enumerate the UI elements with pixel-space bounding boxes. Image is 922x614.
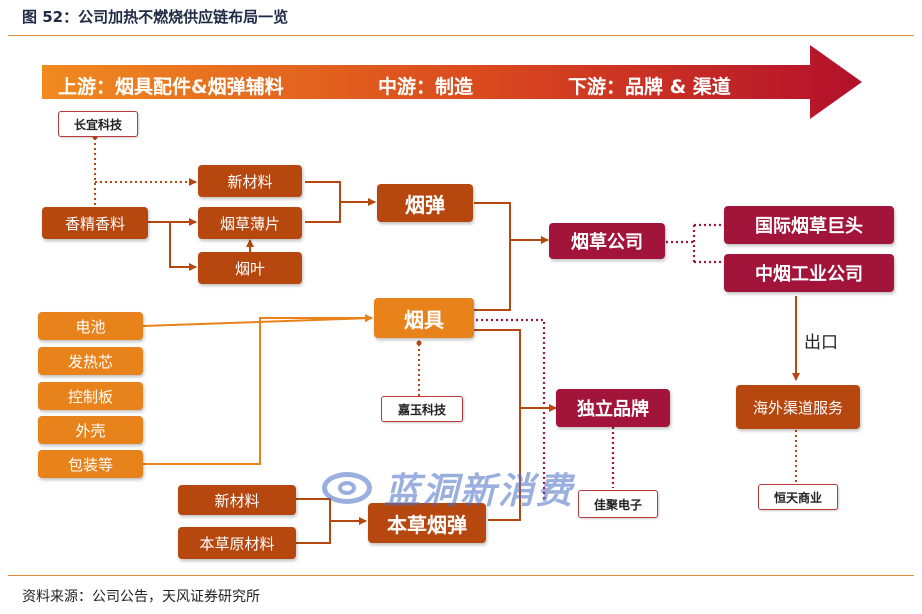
node-tobacco-company: 烟草公司 xyxy=(549,223,665,259)
top-divider xyxy=(8,35,914,36)
banner-downstream: 下游：品牌 & 渠道 xyxy=(568,76,731,98)
node-shell: 外壳 xyxy=(38,416,143,444)
banner-midstream: 中游：制造 xyxy=(378,76,474,98)
node-overseas-channel-service: 海外渠道服务 xyxy=(736,385,860,429)
watermark-logo-icon xyxy=(322,472,372,504)
node-herbal-raw-material: 本草原材料 xyxy=(178,527,296,559)
node-new-material-top: 新材料 xyxy=(198,165,302,197)
node-tobacco-leaf: 烟叶 xyxy=(198,252,302,284)
component-connectors xyxy=(142,314,373,465)
node-cartridge: 烟弹 xyxy=(377,184,473,222)
node-independent-brand: 独立品牌 xyxy=(556,389,670,427)
node-china-tobacco-industry: 中烟工业公司 xyxy=(724,254,894,292)
node-herbal-cartridge: 本草烟弹 xyxy=(368,503,486,543)
export-label: 出口 xyxy=(804,333,838,353)
figure-title: 图 52：公司加热不燃烧供应链布局一览 xyxy=(22,8,289,26)
node-hengtian-commerce: 恒天商业 xyxy=(758,484,838,510)
node-new-material-bottom: 新材料 xyxy=(178,485,296,515)
node-jiali-electronics: 佳聚电子 xyxy=(578,490,658,518)
bottom-divider xyxy=(8,575,914,576)
watermark-text: 蓝洞新消费 xyxy=(384,471,575,512)
node-intl-tobacco-giants: 国际烟草巨头 xyxy=(724,206,894,244)
value-chain-banner-arrow xyxy=(42,45,862,119)
crimson-dotted-connectors xyxy=(476,223,722,500)
banner-upstream: 上游：烟具配件&烟弹辅料 xyxy=(58,76,284,98)
node-flavors-fragrances: 香精香料 xyxy=(42,207,148,239)
dotted-connectors xyxy=(94,138,797,483)
node-packaging: 包装等 xyxy=(38,450,143,478)
node-tobacco-sheet: 烟草薄片 xyxy=(198,207,302,239)
node-jiayu-tech: 嘉玉科技 xyxy=(381,396,463,422)
connector-dot xyxy=(416,340,422,346)
source-note: 资料来源：公司公告，天风证券研究所 xyxy=(22,589,260,605)
node-control-board: 控制板 xyxy=(38,382,143,410)
node-battery: 电池 xyxy=(38,312,143,340)
node-heating-core: 发热芯 xyxy=(38,347,143,375)
node-device: 烟具 xyxy=(374,298,474,338)
node-changyi-tech: 长宜科技 xyxy=(58,111,138,137)
watermark: 蓝洞新消费 xyxy=(322,462,574,514)
